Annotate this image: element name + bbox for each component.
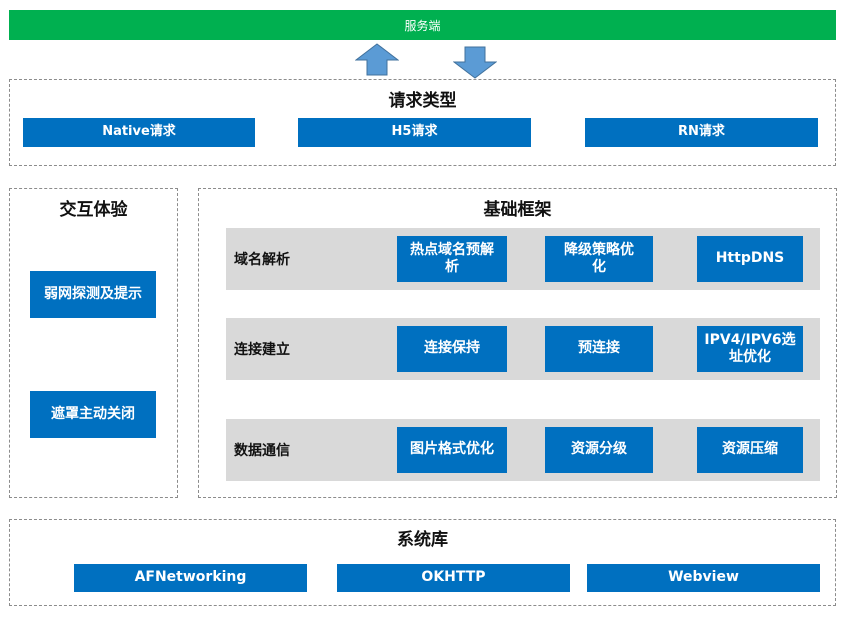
framework-item: 预连接 <box>545 326 653 372</box>
framework-item: IPV4/IPV6选址优化 <box>697 326 803 372</box>
arrow-up-icon <box>355 43 399 76</box>
interaction-item-mask-close: 遮罩主动关闭 <box>30 391 156 438</box>
server-bar: 服务端 <box>9 10 836 40</box>
system-lib-section <box>9 519 836 606</box>
framework-section <box>198 188 837 498</box>
framework-row-label: 连接建立 <box>234 342 290 358</box>
interaction-title: 交互体验 <box>59 200 128 220</box>
server-label: 服务端 <box>404 18 441 33</box>
interaction-item-weak-network: 弱网探测及提示 <box>30 271 156 318</box>
framework-title: 基础框架 <box>483 200 552 220</box>
interaction-section <box>9 188 178 498</box>
request-type-rn: RN请求 <box>585 118 818 147</box>
framework-item: 连接保持 <box>397 326 507 372</box>
framework-item: 图片格式优化 <box>397 427 507 473</box>
request-types-section <box>9 79 836 166</box>
request-type-native: Native请求 <box>23 118 255 147</box>
arrow-down-icon <box>453 46 497 79</box>
framework-item: HttpDNS <box>697 236 803 282</box>
framework-row-label: 域名解析 <box>234 252 290 268</box>
system-lib-item: OKHTTP <box>337 564 570 592</box>
framework-row-label: 数据通信 <box>234 443 290 459</box>
framework-item: 降级策略优化 <box>545 236 653 282</box>
framework-item: 资源压缩 <box>697 427 803 473</box>
system-lib-title: 系统库 <box>397 530 448 550</box>
request-types-title: 请求类型 <box>388 91 457 111</box>
system-lib-item: Webview <box>587 564 820 592</box>
framework-item: 资源分级 <box>545 427 653 473</box>
system-lib-item: AFNetworking <box>74 564 307 592</box>
framework-item: 热点域名预解析 <box>397 236 507 282</box>
request-type-h5: H5请求 <box>298 118 531 147</box>
